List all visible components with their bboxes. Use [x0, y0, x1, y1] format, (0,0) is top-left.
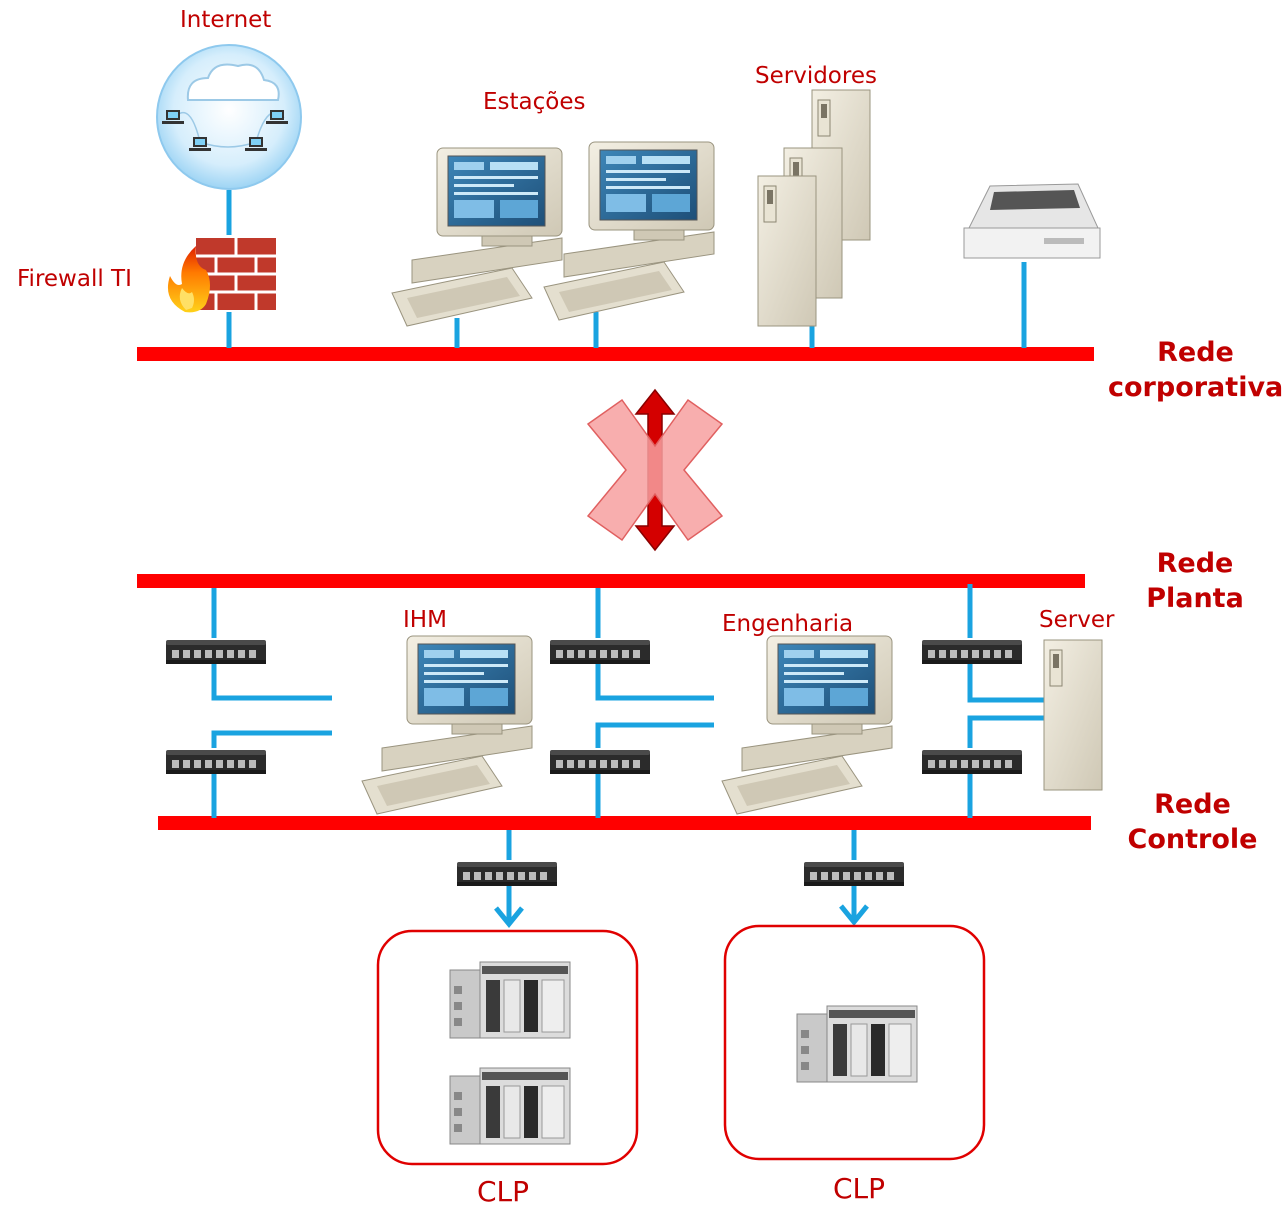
firewall-icon	[167, 238, 276, 313]
internet-cloud-icon	[156, 44, 302, 190]
bus-corporativa	[137, 347, 1094, 361]
network-switch-icon-4	[550, 750, 650, 774]
network-switch-icon-2	[166, 750, 266, 774]
workstation-icon-engenharia	[721, 635, 893, 815]
tower-server-icon-group	[757, 89, 871, 327]
clp-group-left	[376, 929, 639, 1166]
workstation-icon-ihm	[361, 635, 533, 815]
tower-server-icon-plant	[1043, 639, 1103, 791]
plc-icon-2	[449, 1067, 571, 1145]
network-switch-icon-3	[550, 640, 650, 664]
engenharia-label: Engenharia	[722, 611, 854, 637]
clp-group-right	[723, 924, 986, 1161]
plc-icon-3	[796, 1005, 918, 1083]
blocked-cross-icon	[586, 388, 724, 552]
rede-controle-label: Rede Controle	[1127, 789, 1258, 855]
workstation-icon-1	[391, 147, 563, 327]
network-switch-icon-5	[922, 640, 1022, 664]
network-switch-icon-6	[922, 750, 1022, 774]
estacoes-label: Estações	[483, 89, 586, 115]
printer-icon	[963, 183, 1101, 259]
rede-corporativa-label: Rede corporativa	[1108, 337, 1283, 403]
internet-label: Internet	[180, 7, 272, 33]
bus-controle	[158, 816, 1091, 830]
ihm-label: IHM	[403, 607, 447, 633]
plc-icon-1	[449, 961, 571, 1039]
firewall-label: Firewall TI	[17, 266, 132, 292]
clp-label-left: CLP	[477, 1175, 530, 1208]
network-switch-icon-8	[804, 862, 904, 886]
server-label: Server	[1039, 607, 1115, 633]
network-switch-icon-7	[457, 862, 557, 886]
workstation-icon-2	[543, 141, 715, 321]
bus-planta	[137, 574, 1085, 588]
clp-label-right: CLP	[833, 1172, 886, 1205]
cables-planta-controle	[211, 584, 1044, 928]
servidores-label: Servidores	[755, 63, 877, 89]
rede-planta-label: Rede Planta	[1146, 548, 1244, 614]
network-switch-icon-1	[166, 640, 266, 664]
